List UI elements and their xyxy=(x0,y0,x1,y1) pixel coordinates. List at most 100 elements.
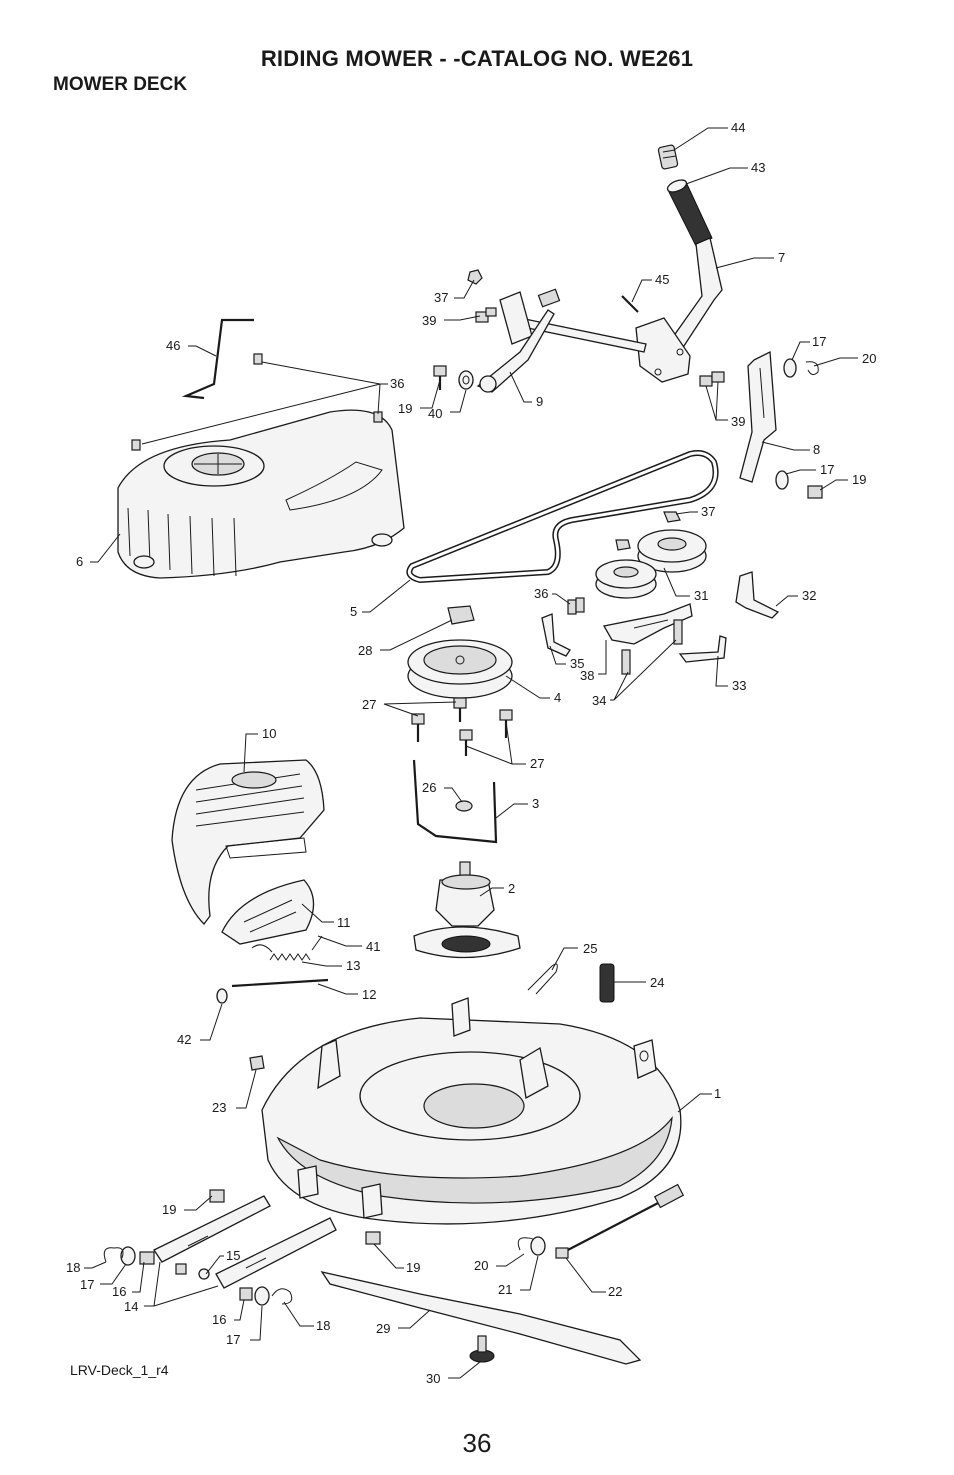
callout-26: 26 xyxy=(422,780,436,795)
callout-19-d: 19 xyxy=(406,1260,420,1275)
part-grip-cap xyxy=(657,144,679,170)
callout-17-b: 17 xyxy=(820,462,834,477)
callout-40: 40 xyxy=(428,406,442,421)
callout-20: 20 xyxy=(862,351,876,366)
callout-37-b: 37 xyxy=(701,504,715,519)
callout-32: 32 xyxy=(802,588,816,603)
callout-18-b: 18 xyxy=(316,1318,330,1333)
callout-34: 34 xyxy=(592,693,606,708)
callout-19-c: 19 xyxy=(162,1202,176,1217)
part-lift-links xyxy=(153,1195,337,1289)
callout-16: 16 xyxy=(112,1284,126,1299)
callout-20-b: 20 xyxy=(474,1258,488,1273)
callout-17-c: 17 xyxy=(80,1277,94,1292)
callout-11: 11 xyxy=(337,915,351,930)
callout-38: 38 xyxy=(580,668,594,683)
page-number: 36 xyxy=(462,1428,492,1458)
callout-25: 25 xyxy=(583,941,597,956)
part-adjust-bracket xyxy=(739,350,777,483)
callout-37: 37 xyxy=(434,290,448,305)
part-spindle-pulley xyxy=(407,639,513,699)
part-lift-link xyxy=(476,309,555,393)
part-belt-keeper-33 xyxy=(678,635,727,663)
part-hair-pin-clip xyxy=(527,963,558,995)
callout-7: 7 xyxy=(778,250,785,265)
part-upper-hardware xyxy=(433,269,725,390)
part-handle-grip xyxy=(666,179,713,247)
callout-39: 39 xyxy=(422,313,436,328)
callout-29: 29 xyxy=(376,1321,390,1336)
part-spindle-bolts xyxy=(411,697,513,756)
part-chute-spring xyxy=(269,953,311,961)
callout-21: 21 xyxy=(498,1282,512,1297)
callout-17: 17 xyxy=(812,334,826,349)
callout-4: 4 xyxy=(554,690,561,705)
callout-8: 8 xyxy=(813,442,820,457)
callout-2: 2 xyxy=(508,881,515,896)
callout-27-b: 27 xyxy=(530,756,544,771)
part-washer-26 xyxy=(455,800,473,812)
part-chute-deflector xyxy=(221,879,315,945)
callout-leaders xyxy=(84,127,858,1379)
part-link-hardware xyxy=(103,1189,546,1306)
part-height-rod xyxy=(181,318,254,400)
part-belt-cover xyxy=(117,353,405,579)
part-idler-arm xyxy=(602,603,693,675)
part-spindle-assembly xyxy=(413,861,521,959)
page-title: RIDING MOWER - -CATALOG NO. WE261 xyxy=(260,46,694,71)
callout-39-b: 39 xyxy=(731,414,745,429)
callout-15: 15 xyxy=(226,1248,240,1263)
callout-33: 33 xyxy=(732,678,746,693)
callout-45: 45 xyxy=(655,272,669,287)
part-deck-rod xyxy=(555,1183,685,1259)
callout-1: 1 xyxy=(714,1086,721,1101)
callout-14: 14 xyxy=(124,1299,138,1314)
part-chute-rod xyxy=(231,978,329,988)
part-belt-guide-35 xyxy=(541,613,571,657)
callout-19: 19 xyxy=(398,401,412,416)
part-deck-spring xyxy=(599,963,615,1003)
callout-3: 3 xyxy=(532,796,539,811)
callout-27: 27 xyxy=(362,697,376,712)
callout-13: 13 xyxy=(346,958,360,973)
part-guide-bolts xyxy=(567,599,577,615)
callout-24: 24 xyxy=(650,975,664,990)
callout-36-b: 36 xyxy=(534,586,548,601)
part-belt-guide-32 xyxy=(735,571,780,619)
callout-6: 6 xyxy=(76,554,83,569)
callout-36: 36 xyxy=(390,376,404,391)
callout-44: 44 xyxy=(731,120,745,135)
callout-23: 23 xyxy=(212,1100,226,1115)
callout-17-d: 17 xyxy=(226,1332,240,1347)
callout-16-b: 16 xyxy=(212,1312,226,1327)
part-nut-23 xyxy=(249,1055,265,1071)
callout-18: 18 xyxy=(66,1260,80,1275)
callout-42: 42 xyxy=(177,1032,191,1047)
callout-28: 28 xyxy=(358,643,372,658)
part-lever-pin xyxy=(621,295,639,313)
callout-46: 46 xyxy=(166,338,180,353)
part-pulley-nut xyxy=(447,605,475,625)
callout-labels: 44 43 7 45 37 39 46 36 19 40 9 17 20 39 … xyxy=(66,120,876,1386)
part-mower-deck xyxy=(261,997,682,1225)
callout-19-b: 19 xyxy=(852,472,866,487)
part-lift-shaft xyxy=(499,288,647,353)
callout-31: 31 xyxy=(694,588,708,603)
callout-30: 30 xyxy=(426,1371,440,1386)
part-cutting-blade xyxy=(320,1271,642,1365)
drawing-code: LRV-Deck_1_r4 xyxy=(70,1362,169,1378)
callout-35: 35 xyxy=(570,656,584,671)
part-blade-bolt xyxy=(469,1335,495,1363)
callout-12: 12 xyxy=(362,987,376,1002)
part-washer-42 xyxy=(216,988,228,1004)
section-title: MOWER DECK xyxy=(53,74,188,95)
part-spring-hooks xyxy=(251,935,323,953)
part-spindle-shield xyxy=(412,759,498,844)
part-idler-pulleys xyxy=(595,511,707,599)
callout-41: 41 xyxy=(366,939,380,954)
part-bracket-hardware xyxy=(775,358,823,499)
callout-9: 9 xyxy=(536,394,543,409)
callout-5: 5 xyxy=(350,604,357,619)
callout-22: 22 xyxy=(608,1284,622,1299)
